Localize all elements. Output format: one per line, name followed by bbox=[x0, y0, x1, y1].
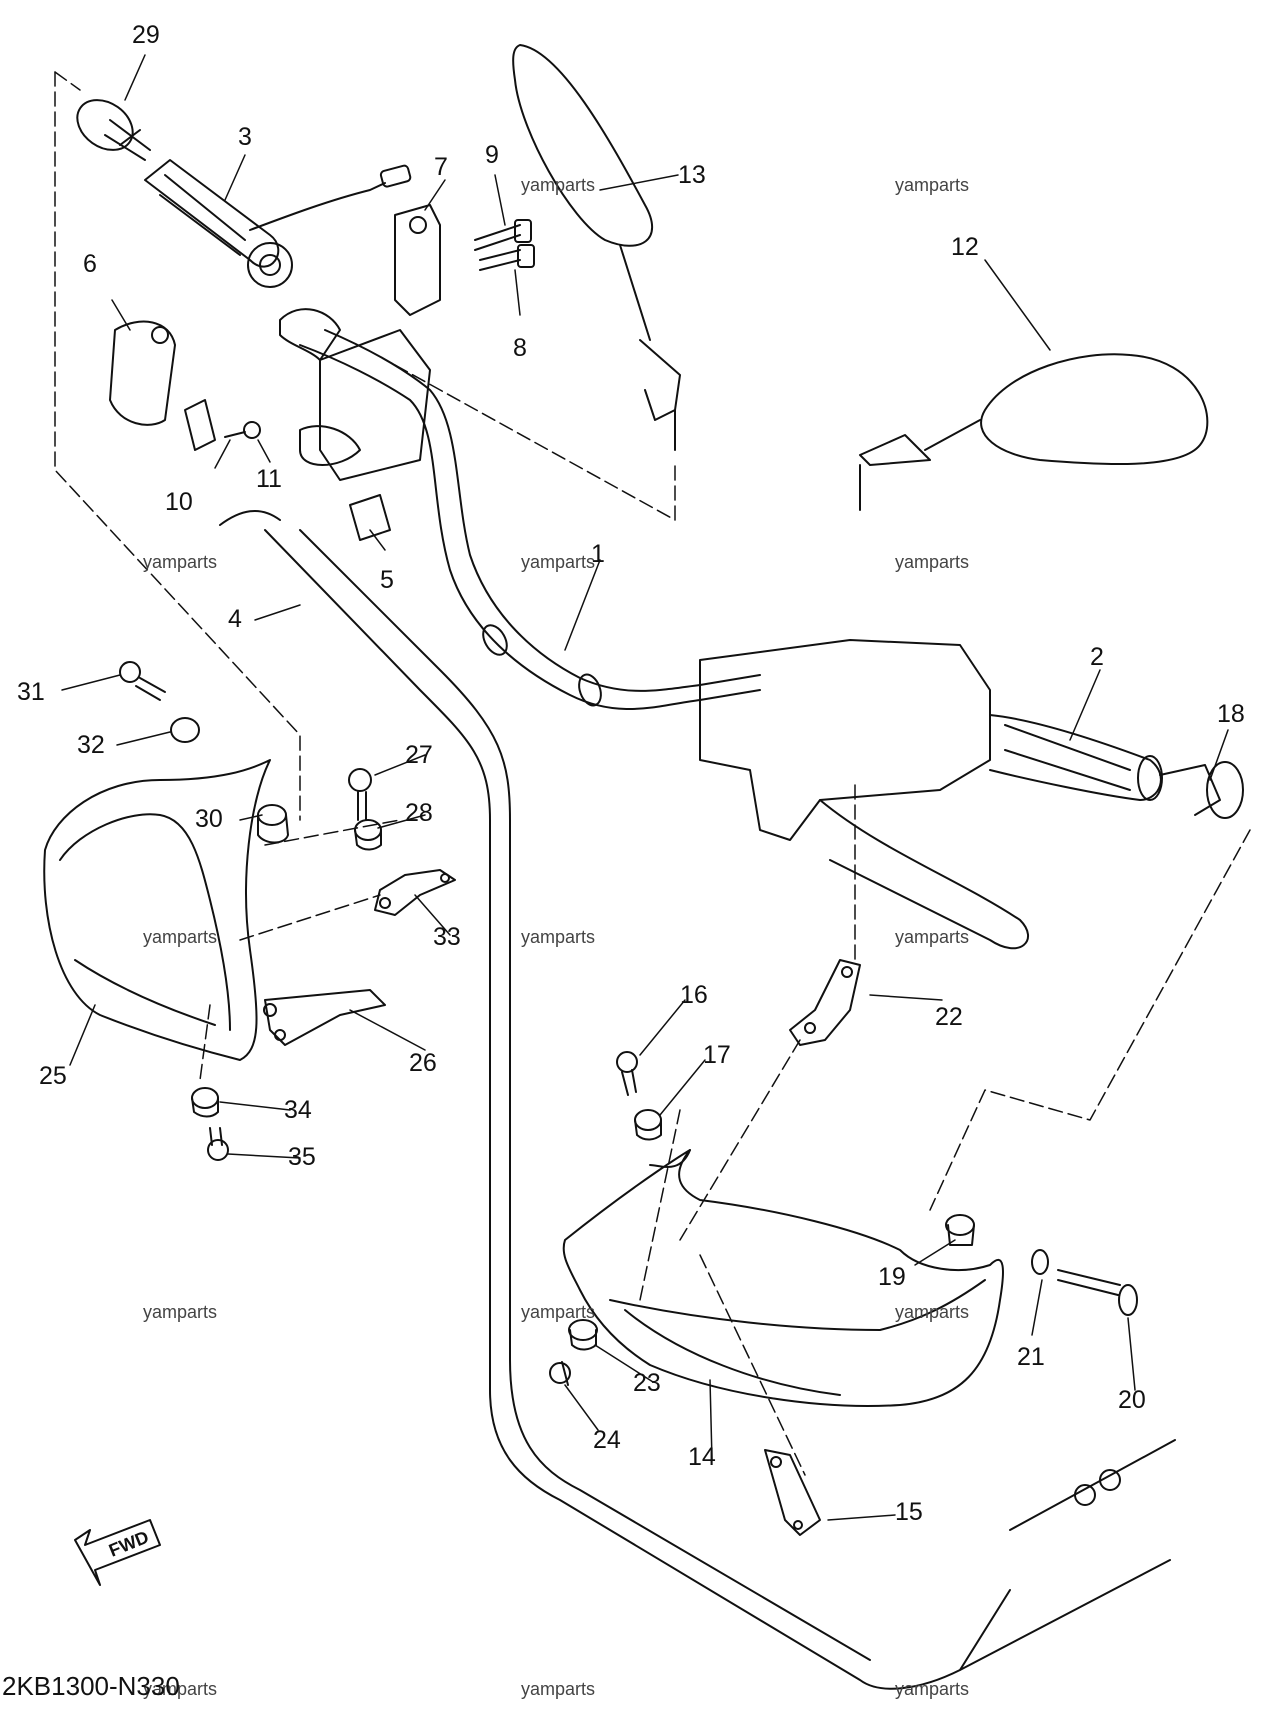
watermark: yamparts bbox=[143, 1679, 218, 1699]
callout-15: 15 bbox=[895, 1498, 923, 1526]
throttle-holder-lower-part bbox=[109, 320, 176, 426]
callout-4: 4 bbox=[228, 605, 242, 633]
watermark: yamparts bbox=[143, 1302, 218, 1322]
callout-2: 2 bbox=[1090, 643, 1104, 671]
callout-24: 24 bbox=[593, 1426, 621, 1454]
callout-19: 19 bbox=[878, 1263, 906, 1291]
mirror-part-13 bbox=[512, 44, 681, 451]
watermark: yamparts bbox=[895, 175, 970, 195]
grip-end-cap-part bbox=[76, 99, 151, 161]
callout-34: 34 bbox=[284, 1096, 312, 1124]
watermark: yamparts bbox=[521, 927, 596, 947]
plate-part-10 bbox=[184, 399, 216, 451]
hand-guard-part-25 bbox=[43, 759, 271, 1061]
callout-27: 27 bbox=[405, 741, 433, 769]
right-grip-part bbox=[989, 714, 1163, 801]
handlebar-part bbox=[299, 329, 761, 711]
callout-17: 17 bbox=[703, 1041, 731, 1069]
callout-13: 13 bbox=[678, 161, 706, 189]
washer-part-32 bbox=[170, 717, 200, 743]
screw-part-11 bbox=[224, 421, 261, 439]
callout-18: 18 bbox=[1217, 700, 1245, 728]
stay-part-33 bbox=[374, 869, 456, 916]
callout-28: 28 bbox=[405, 799, 433, 827]
watermark: yamparts bbox=[895, 552, 970, 572]
callout-30: 30 bbox=[195, 805, 223, 833]
callout-10: 10 bbox=[165, 488, 193, 516]
throttle-holder-upper-part bbox=[394, 204, 441, 316]
watermark: yamparts bbox=[521, 175, 596, 195]
callout-25: 25 bbox=[39, 1062, 67, 1090]
bolt-part-31 bbox=[119, 661, 166, 701]
callout-14: 14 bbox=[688, 1443, 716, 1471]
screw-part-35 bbox=[207, 1127, 229, 1161]
stay-part-15 bbox=[764, 1449, 821, 1536]
throttle-grip-part bbox=[144, 159, 412, 288]
callout-12: 12 bbox=[951, 233, 979, 261]
callout-3: 3 bbox=[238, 123, 252, 151]
screw-part-24 bbox=[549, 1361, 571, 1386]
watermark: yamparts bbox=[895, 1302, 970, 1322]
collar-part-19 bbox=[945, 1214, 975, 1246]
bolt-part-9 bbox=[474, 219, 532, 251]
callout-20: 20 bbox=[1118, 1386, 1146, 1414]
callout-35: 35 bbox=[288, 1143, 316, 1171]
cable-clamp-part bbox=[349, 494, 391, 541]
collar-part-30 bbox=[257, 804, 289, 844]
mirror-part-12 bbox=[859, 353, 1209, 511]
watermark: yamparts bbox=[143, 927, 218, 947]
watermark: yamparts bbox=[895, 927, 970, 947]
fwd-arrow-icon bbox=[74, 1519, 161, 1586]
damper-part-28 bbox=[354, 819, 382, 851]
washer-part-21 bbox=[1031, 1249, 1049, 1275]
callout-32: 32 bbox=[77, 731, 105, 759]
callout-29: 29 bbox=[132, 21, 160, 49]
watermark: yamparts bbox=[521, 1679, 596, 1699]
diagram-code: 2KB1300-N330 bbox=[2, 1671, 180, 1701]
stay-part-22 bbox=[789, 959, 861, 1046]
bolt-part-16 bbox=[616, 1051, 638, 1096]
screw-part-27 bbox=[348, 768, 372, 821]
callout-7: 7 bbox=[434, 153, 448, 181]
callout-16: 16 bbox=[680, 981, 708, 1009]
damper-part-34 bbox=[191, 1087, 219, 1118]
callout-1: 1 bbox=[591, 540, 605, 568]
fwd-label: FWD bbox=[106, 1527, 151, 1561]
callout-23: 23 bbox=[633, 1369, 661, 1397]
callout-22: 22 bbox=[935, 1003, 963, 1031]
stay-part-26 bbox=[263, 989, 386, 1046]
bolt-part-8 bbox=[479, 244, 535, 271]
grip-end-cap-part-18 bbox=[1159, 761, 1244, 819]
throttle-housing-part bbox=[279, 308, 431, 481]
callout-5: 5 bbox=[380, 566, 394, 594]
callout-21: 21 bbox=[1017, 1343, 1045, 1371]
callout-31: 31 bbox=[17, 678, 45, 706]
watermark: yamparts bbox=[521, 552, 596, 572]
callout-26: 26 bbox=[409, 1049, 437, 1077]
bolt-part-20 bbox=[1057, 1269, 1138, 1316]
callout-6: 6 bbox=[83, 250, 97, 278]
callout-33: 33 bbox=[433, 923, 461, 951]
callout-11: 11 bbox=[256, 465, 282, 493]
watermark: yamparts bbox=[895, 1679, 970, 1699]
callout-leader-lines bbox=[61, 54, 1229, 1521]
callout-9: 9 bbox=[485, 141, 499, 169]
watermark: yamparts bbox=[143, 552, 218, 572]
watermark: yamparts bbox=[521, 1302, 596, 1322]
damper-part-17 bbox=[634, 1109, 662, 1141]
right-switch-housing bbox=[699, 639, 1030, 950]
hand-guard-part-14 bbox=[562, 1149, 1004, 1407]
callout-8: 8 bbox=[513, 334, 527, 362]
damper-part-23 bbox=[568, 1319, 598, 1351]
throttle-cable-part bbox=[219, 509, 1176, 1690]
